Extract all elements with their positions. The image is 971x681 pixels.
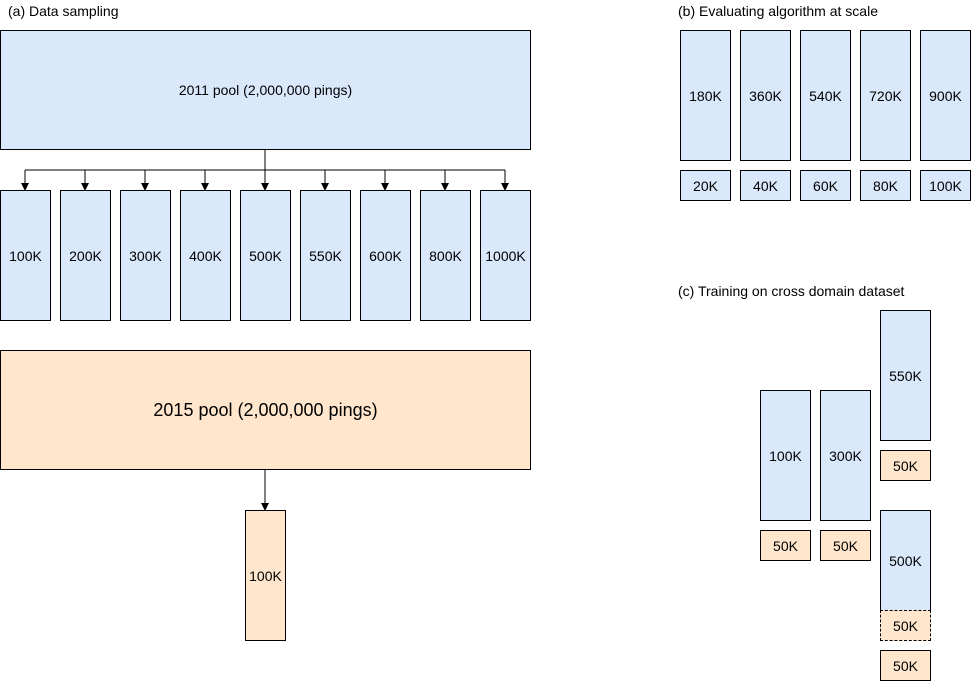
train-set-label: 540K xyxy=(809,87,842,104)
train-set-label: 900K xyxy=(929,87,962,104)
pool-2015-box: 2015 pool (2,000,000 pings) xyxy=(0,350,531,470)
cross-train-box-300k: 300K xyxy=(820,390,871,521)
sample-2011-box: 800K xyxy=(420,190,471,321)
test-set-label: 40K xyxy=(753,177,778,194)
train-set-label: 500K xyxy=(889,552,922,569)
test-set-box: 20K xyxy=(680,170,731,201)
cross-train-box-100k: 100K xyxy=(760,390,811,521)
sample-2011-box: 500K xyxy=(240,190,291,321)
test-set-box: 60K xyxy=(800,170,851,201)
train-set-label: 180K xyxy=(689,87,722,104)
cross-included-box-dashed: 50K xyxy=(880,610,931,641)
sample-label: 1000K xyxy=(485,247,526,264)
sample-label: 300K xyxy=(129,247,162,264)
included-set-label: 50K xyxy=(893,617,918,634)
test-set-label: 60K xyxy=(813,177,838,194)
train-set-label: 550K xyxy=(889,367,922,384)
sample-2011-box: 100K xyxy=(0,190,51,321)
sample-2011-box: 550K xyxy=(300,190,351,321)
test-set-label: 50K xyxy=(773,537,798,554)
sample-label: 550K xyxy=(309,247,342,264)
test-set-label: 100K xyxy=(929,177,962,194)
sample-2011-box: 400K xyxy=(180,190,231,321)
train-set-box: 540K xyxy=(800,30,851,161)
sample-label: 600K xyxy=(369,247,402,264)
cross-test-box: 50K xyxy=(820,530,871,561)
section-a-title: (a) Data sampling xyxy=(8,3,119,19)
section-c-title: (c) Training on cross domain dataset xyxy=(678,283,905,299)
cross-train-box-550k: 550K xyxy=(880,310,931,441)
sample-2015-box: 100K xyxy=(245,510,286,641)
section-b-title: (b) Evaluating algorithm at scale xyxy=(678,3,878,19)
train-set-label: 100K xyxy=(769,447,802,464)
train-set-box: 360K xyxy=(740,30,791,161)
sample-2011-box: 1000K xyxy=(480,190,531,321)
train-set-box: 900K xyxy=(920,30,971,161)
pool-2011-label: 2011 pool (2,000,000 pings) xyxy=(178,82,353,98)
sample-label: 800K xyxy=(429,247,462,264)
test-set-label: 80K xyxy=(873,177,898,194)
sample-2011-box: 600K xyxy=(360,190,411,321)
train-set-box: 720K xyxy=(860,30,911,161)
train-set-label: 360K xyxy=(749,87,782,104)
sample-2011-box: 300K xyxy=(120,190,171,321)
sample-2011-box: 200K xyxy=(60,190,111,321)
cross-test-box: 50K xyxy=(880,650,931,681)
test-set-box: 40K xyxy=(740,170,791,201)
train-set-label: 720K xyxy=(869,87,902,104)
pool-2011-box: 2011 pool (2,000,000 pings) xyxy=(0,30,531,150)
sample-label: 100K xyxy=(9,247,42,264)
sample-label: 200K xyxy=(69,247,102,264)
pool-2015-label: 2015 pool (2,000,000 pings) xyxy=(153,399,378,420)
train-set-box: 180K xyxy=(680,30,731,161)
sample-label: 500K xyxy=(249,247,282,264)
test-set-label: 50K xyxy=(893,657,918,674)
cross-test-box: 50K xyxy=(880,450,931,481)
sample-label: 400K xyxy=(189,247,222,264)
cross-test-box: 50K xyxy=(760,530,811,561)
test-set-box: 100K xyxy=(920,170,971,201)
test-set-label: 50K xyxy=(893,457,918,474)
test-set-label: 20K xyxy=(693,177,718,194)
cross-train-box-500k: 500K xyxy=(880,510,931,611)
train-set-label: 300K xyxy=(829,447,862,464)
test-set-label: 50K xyxy=(833,537,858,554)
test-set-box: 80K xyxy=(860,170,911,201)
sample-label: 100K xyxy=(249,567,282,584)
